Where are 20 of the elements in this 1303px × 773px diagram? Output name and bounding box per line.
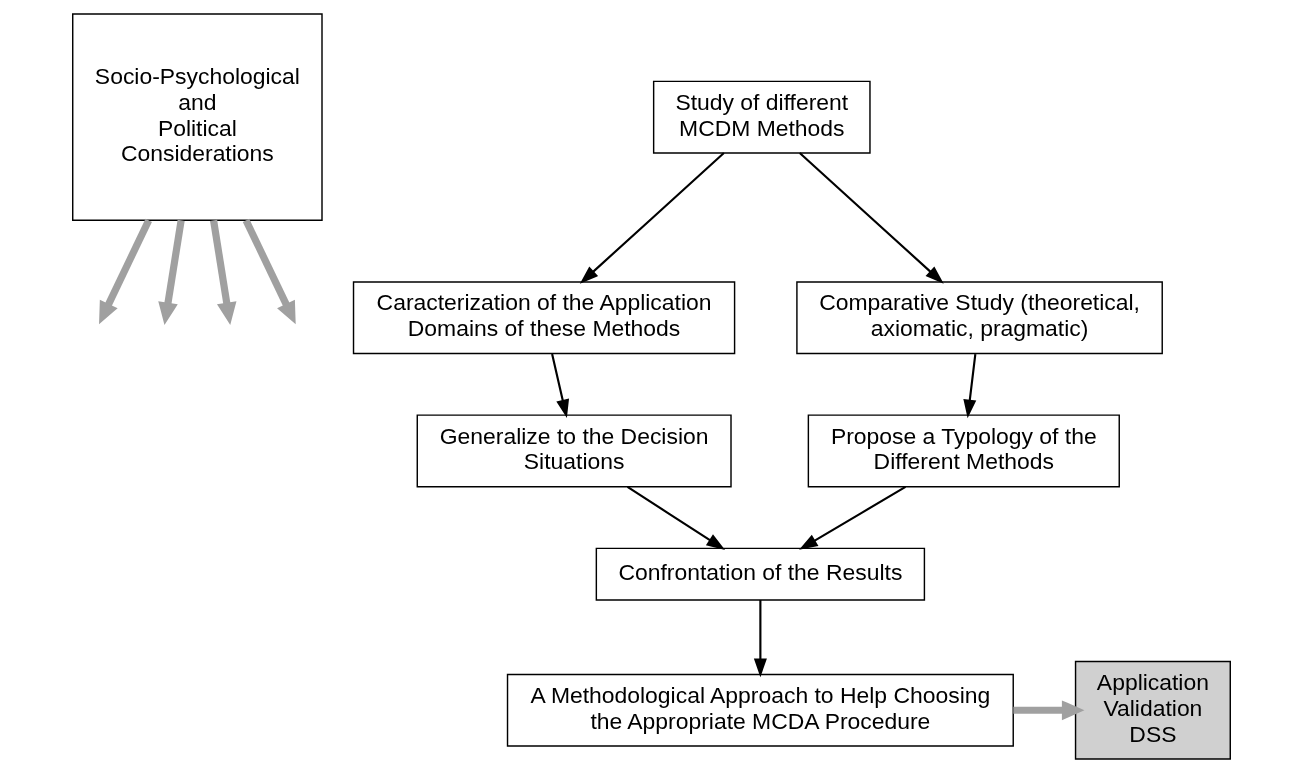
node-box: Comparative Study (theoretical, axiomatic, pragmatic) <box>796 281 1163 355</box>
arrow <box>158 219 185 325</box>
node-box: Propose a Typology of the Different Methods <box>807 414 1120 488</box>
arrow <box>551 353 570 419</box>
node-box: Generalize to the Decision Situations <box>416 414 732 488</box>
arrow <box>626 485 726 550</box>
node-box: Application Validation DSS <box>1074 660 1231 760</box>
node-box: Study of different MCDM Methods <box>652 80 871 154</box>
arrow <box>753 600 767 678</box>
arrow <box>963 354 977 419</box>
arrow <box>99 218 152 325</box>
node-box: Socio-Psychological and Political Considerations <box>72 13 323 222</box>
node-box: A Methodological Approach to Help Choosing the Appropriate MCDA Procedure <box>506 673 1014 747</box>
arrow <box>242 218 296 325</box>
arrow <box>579 152 725 284</box>
node-box: Confrontation of the Results <box>595 547 926 601</box>
node-box: Caracterization of the Application Domains of these Methods <box>352 281 736 355</box>
arrow <box>799 485 907 550</box>
arrow <box>799 152 944 284</box>
arrow <box>210 219 237 325</box>
